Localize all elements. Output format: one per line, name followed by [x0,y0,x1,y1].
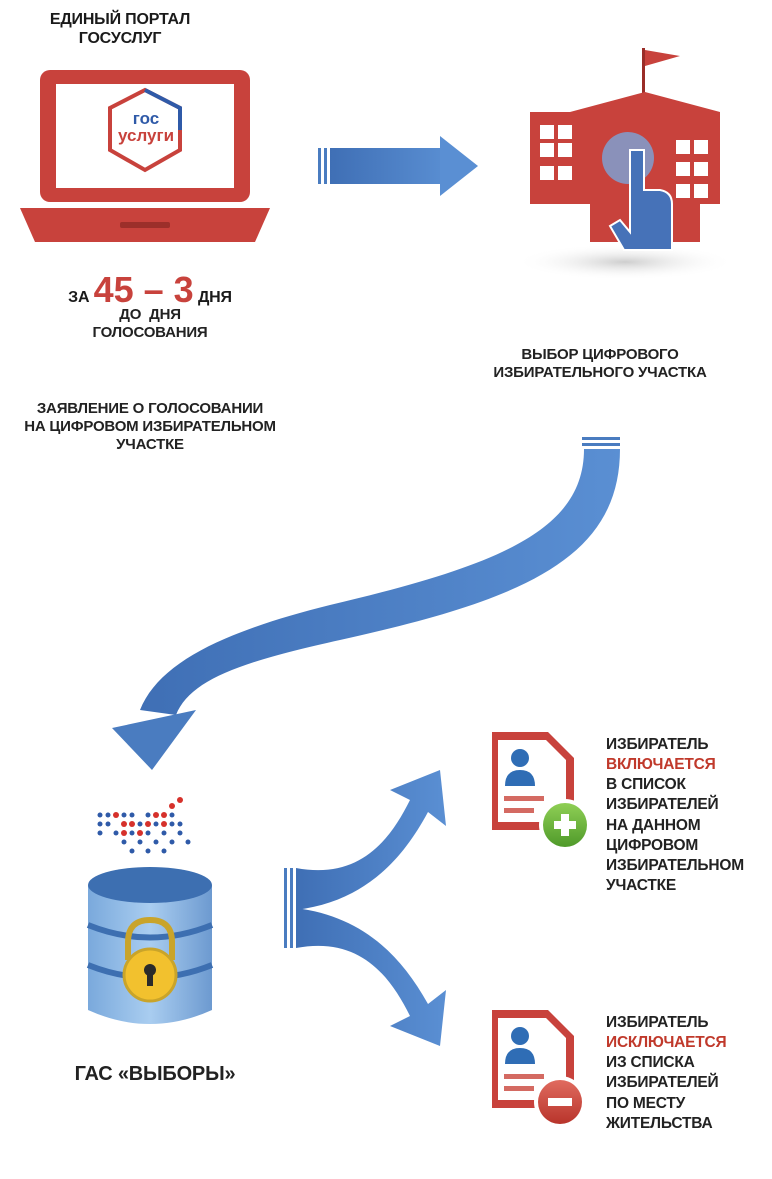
exclude-line-4: ИЗБИРАТЕЛЕЙ [606,1074,719,1092]
include-line-3: В СПИСОК [606,776,686,794]
selection-line-2: ИЗБИРАТЕЛЬНОГО УЧАСТКА [493,364,707,381]
include-line-1: ИЗБИРАТЕЛЬ [606,736,709,753]
application-line-2: НА ЦИФРОВОМ ИЗБИРАТЕЛЬНОМ [24,418,276,435]
days-suffix: ДНЯ [197,289,232,306]
application-line-1: ЗАЯВЛЕНИЕ О ГОЛОСОВАНИИ [36,400,264,417]
polling-station-icon [515,48,735,280]
arrow-right-icon [318,136,478,196]
portal-title: ЕДИНЫЙ ПОРТАЛ ГОСУСЛУГ [40,10,200,48]
gas-vybory-logo-icon [97,797,191,854]
voter-included-description: ИЗБИРАТЕЛЬ ВКЛЮЧАЕТСЯ В СПИСОК ИЗБИРАТЕЛ… [606,735,766,896]
gosuslugi-logo-text: гос услуги [110,110,182,144]
exclude-highlight: ИСКЛЮЧАЕТСЯ [606,1034,727,1052]
days-prefix: ЗА [68,289,90,306]
include-line-6: ЦИФРОВОМ [606,836,699,854]
document-plus-icon [492,732,591,851]
exclude-line-3: ИЗ СПИСКА [606,1054,695,1072]
exclude-line-5: ПО МЕСТУ [606,1094,686,1112]
until-line-2: ГОЛОСОВАНИЯ [92,324,208,341]
until-line-1: ДО ДНЯ [119,306,181,323]
portal-title-line-1: ЕДИНЫЙ ПОРТАЛ [49,11,191,28]
application-line-3: УЧАСТКЕ [116,436,184,453]
laptop-icon [20,70,270,242]
selection-line-1: ВЫБОР ЦИФРОВОГО [521,346,679,363]
include-line-4: ИЗБИРАТЕЛЕЙ [606,796,719,814]
gas-vybory-label: ГАС «ВЫБОРЫ» [74,1063,236,1085]
days-range: ЗА 45 – 3 ДНЯ [20,268,280,311]
application-description: ЗАЯВЛЕНИЕ О ГОЛОСОВАНИИ НА ЦИФРОВОМ ИЗБИ… [0,400,300,454]
exclude-line-6: ЖИТЕЛЬСТВА [606,1114,713,1132]
voter-excluded-description: ИЗБИРАТЕЛЬ ИСКЛЮЧАЕТСЯ ИЗ СПИСКА ИЗБИРАТ… [606,1013,766,1134]
logo-line-1: гос [132,109,160,128]
exclude-line-1: ИЗБИРАТЕЛЬ [606,1014,709,1031]
curved-arrow-icon [112,437,620,770]
include-highlight: ВКЛЮЧАЕТСЯ [606,756,716,774]
until-voting-day: ДО ДНЯ ГОЛОСОВАНИЯ [50,306,250,342]
include-line-8: УЧАСТКЕ [606,876,677,894]
selection-description: ВЫБОР ЦИФРОВОГО ИЗБИРАТЕЛЬНОГО УЧАСТКА [470,346,730,382]
database-lock-icon [86,867,214,1024]
document-minus-icon [492,1010,586,1128]
portal-title-line-2: ГОСУСЛУГ [78,30,162,48]
logo-line-2: услуги [117,126,175,145]
days-range-value: 45 – 3 [93,269,194,310]
branch-arrows-icon [284,770,446,1046]
include-line-7: ИЗБИРАТЕЛЬНОМ [606,856,744,874]
include-line-5: НА ДАННОМ [606,816,701,834]
